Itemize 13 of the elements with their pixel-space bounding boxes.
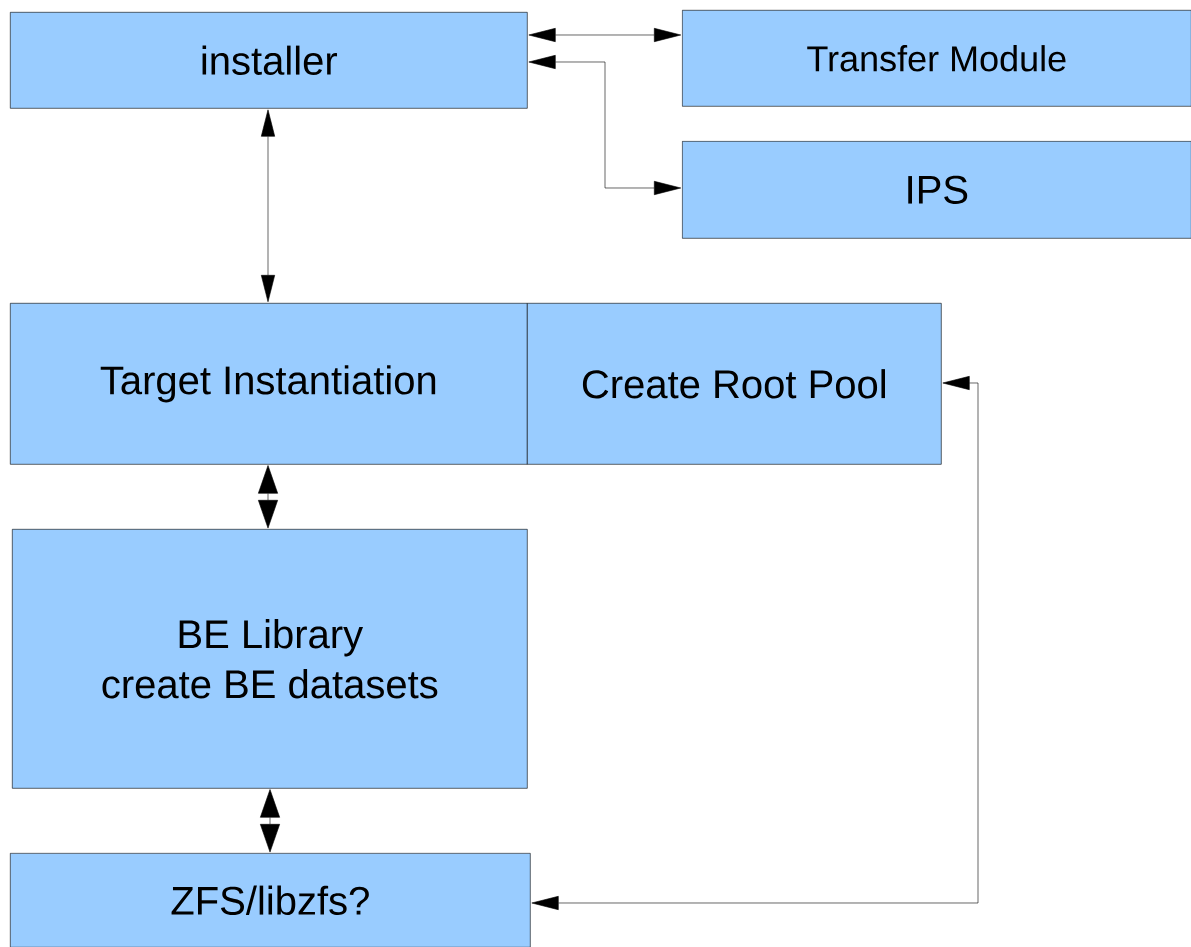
process-box: ZFS/libzfs?: [10, 853, 531, 947]
process-box: Target Instantiation: [10, 303, 528, 465]
process-box: BE Library create BE datasets: [12, 529, 528, 789]
arrow: [261, 109, 275, 303]
process-box: Create Root Pool: [527, 303, 942, 465]
arrow: [528, 28, 682, 42]
process-box: IPS: [682, 141, 1191, 239]
arrow: [260, 789, 280, 853]
arrow: [528, 55, 682, 195]
arrow: [258, 465, 278, 529]
process-box: installer: [10, 12, 528, 109]
process-box: Transfer Module: [682, 10, 1191, 107]
arrow: [531, 376, 979, 910]
